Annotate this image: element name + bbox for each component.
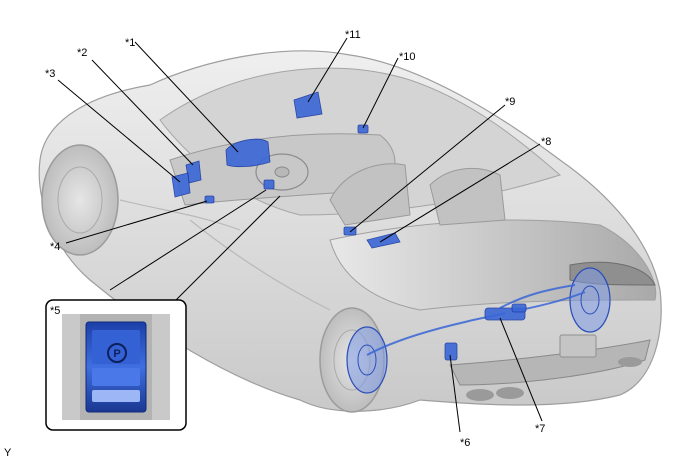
combination-meter: [225, 138, 271, 168]
parking-brake-cable-right: [519, 291, 586, 311]
module-3: [171, 172, 191, 198]
leader-lines: [57, 37, 543, 433]
parking-brake-icon: [107, 343, 127, 363]
module-8: [366, 232, 401, 249]
rear-brake-ecu: [444, 342, 458, 361]
callout-9: *9: [505, 96, 515, 108]
callout-1: *1: [125, 37, 135, 49]
front-wheel: [41, 144, 119, 256]
corner-label: Y: [4, 447, 12, 459]
callout-11: *11: [345, 29, 361, 41]
callout-10: *10: [399, 51, 416, 63]
callout-8: *8: [541, 136, 551, 148]
module-10: [357, 124, 369, 134]
callout-7: *7: [535, 423, 545, 435]
parking-brake-actuator: [484, 303, 527, 321]
parking-brake-switch-location: [263, 179, 275, 190]
callout-4: *4: [50, 241, 60, 253]
callout-5: *5: [50, 305, 60, 317]
rear-left-brake-assembly: [346, 326, 388, 394]
module-11: [293, 91, 323, 119]
parking-brake-cable-upper: [499, 284, 576, 309]
rear-right-brake-assembly: [569, 267, 611, 333]
module-4: [204, 195, 215, 204]
callout-3: *3: [45, 68, 55, 80]
switch-detail-inset: P: [45, 189, 281, 431]
callout-6: *6: [460, 437, 470, 449]
parking-brake-icon-glyph: P: [113, 348, 120, 360]
callout-2: *2: [77, 47, 87, 59]
